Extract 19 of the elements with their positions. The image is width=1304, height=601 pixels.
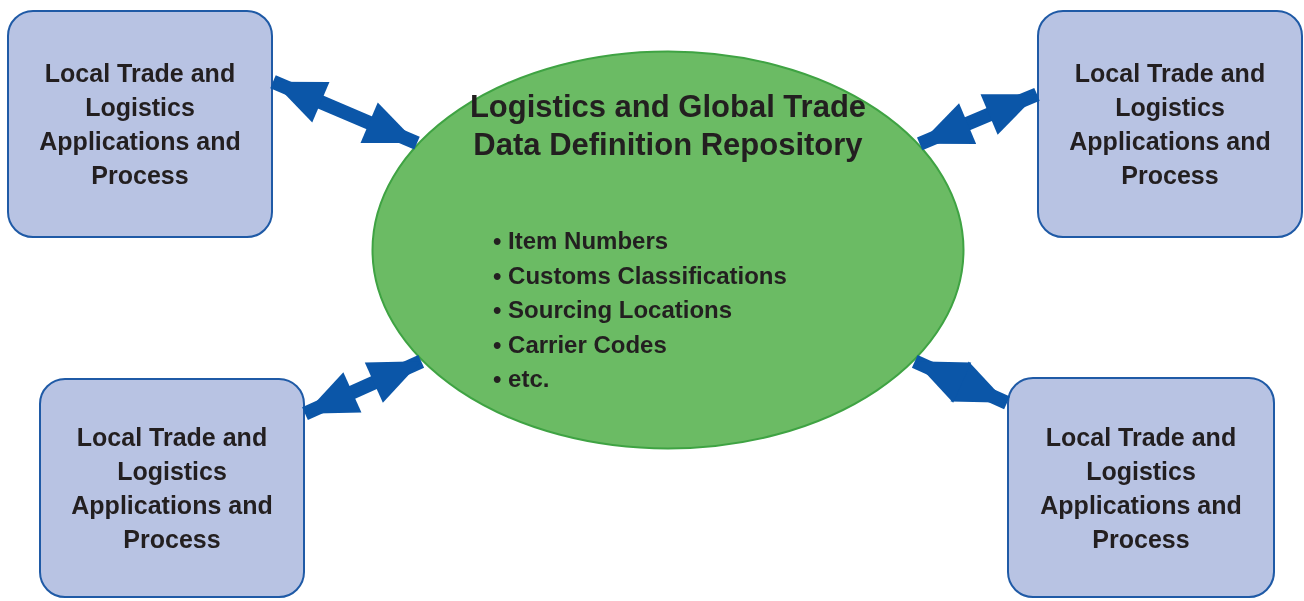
process-box [7,10,273,238]
double-arrow [911,354,1010,410]
box-label: Local Trade and Logistics Applications and Process [1068,58,1272,191]
repository-title: Logistics and Global Trade Data Definition Repository [468,88,868,164]
bullet-item: • Carrier Codes [493,329,667,360]
bullet-item: • etc. [493,364,550,394]
process-box [39,378,305,598]
bullet-item: • Sourcing Locations [493,295,733,325]
bullet-item: • Item Numbers [493,226,669,256]
bullet-item: • Customs Classifications [493,260,787,291]
process-box [1037,10,1303,238]
box-label: Local Trade and Logistics Applications and Process [38,58,242,191]
repository-ellipse [371,50,965,450]
double-arrow [917,87,1040,151]
double-arrow [302,354,425,421]
box-label: Local Trade and Logistics Applications and Process [1039,421,1243,555]
process-box [1007,377,1275,598]
box-label: Local Trade and Logistics Applications and Process [70,422,274,555]
double-arrow [270,75,420,150]
